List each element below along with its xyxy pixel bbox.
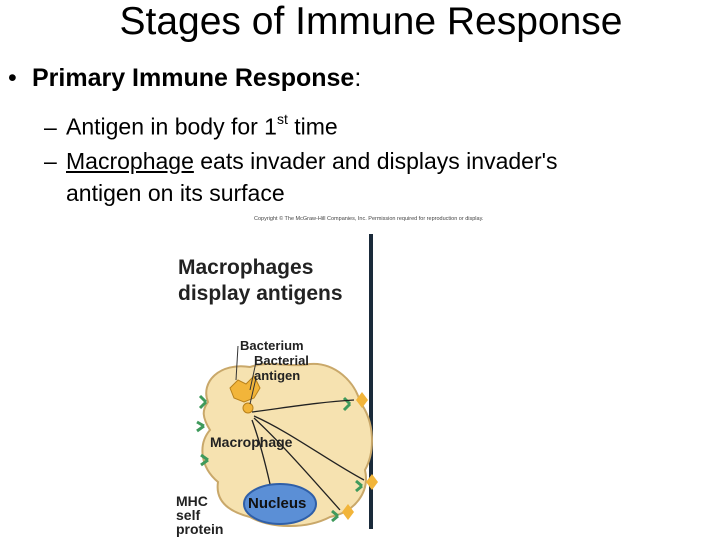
macrophage-figure: Copyright © The McGraw-Hill Companies, I… bbox=[170, 212, 550, 545]
bacterium-label: Bacterium bbox=[240, 338, 304, 353]
nucleus-shape bbox=[243, 483, 317, 525]
bullet-primary-response: • Primary Immune Response: bbox=[8, 62, 361, 94]
receptor-icon bbox=[196, 420, 205, 433]
macrophage-term: Macrophage bbox=[66, 148, 194, 174]
receptor-icon bbox=[198, 394, 208, 410]
receptor-icon bbox=[200, 453, 209, 467]
displayed-antigen-icon bbox=[331, 504, 354, 523]
self-label: self bbox=[176, 507, 200, 523]
figure-heading-line1: Macrophages bbox=[178, 256, 313, 279]
macrophage-label: Macrophage bbox=[210, 434, 293, 450]
protein-label: protein bbox=[176, 521, 223, 537]
sub-bullet-antigen: –Antigen in body for 1st time bbox=[44, 106, 338, 142]
slide-title: Stages of Immune Response bbox=[119, 0, 623, 43]
bullet-marker: • bbox=[8, 64, 17, 92]
mhc-label: MHC bbox=[176, 493, 208, 509]
bullet-heading: Primary Immune Response bbox=[32, 64, 355, 92]
antigen-fragment-icon bbox=[242, 402, 254, 414]
copyright-note: Copyright © The McGraw-Hill Companies, I… bbox=[254, 215, 484, 222]
sub-bullet-text: Antigen in body for 1 bbox=[66, 113, 277, 140]
nucleus-label: Nucleus bbox=[248, 495, 306, 512]
figure-heading-line2: display antigens bbox=[178, 282, 343, 305]
bullet-colon: : bbox=[354, 64, 362, 92]
macrophage-diagram: Copyright © The McGraw-Hill Companies, I… bbox=[176, 215, 484, 537]
antigen-label: antigen bbox=[254, 368, 300, 383]
label-pointers bbox=[235, 345, 257, 405]
figure-edge-bar bbox=[369, 234, 373, 529]
sub-bullet-text: eats invader and displays invader's bbox=[193, 148, 558, 174]
bacterial-label: Bacterial bbox=[254, 353, 309, 368]
bacterium-icon bbox=[229, 375, 261, 403]
sub-bullet-tail: time bbox=[287, 113, 338, 140]
superscript-st: st bbox=[276, 111, 288, 127]
displayed-antigen-icon bbox=[355, 474, 378, 493]
transport-arrows bbox=[251, 399, 365, 511]
dash-marker: – bbox=[44, 148, 57, 174]
sub-bullet-continuation: antigen on its surface bbox=[66, 180, 285, 206]
sub-bullet-macrophage: –Macrophage eats invader and displays in… bbox=[44, 146, 558, 176]
dash-marker: – bbox=[44, 113, 57, 140]
